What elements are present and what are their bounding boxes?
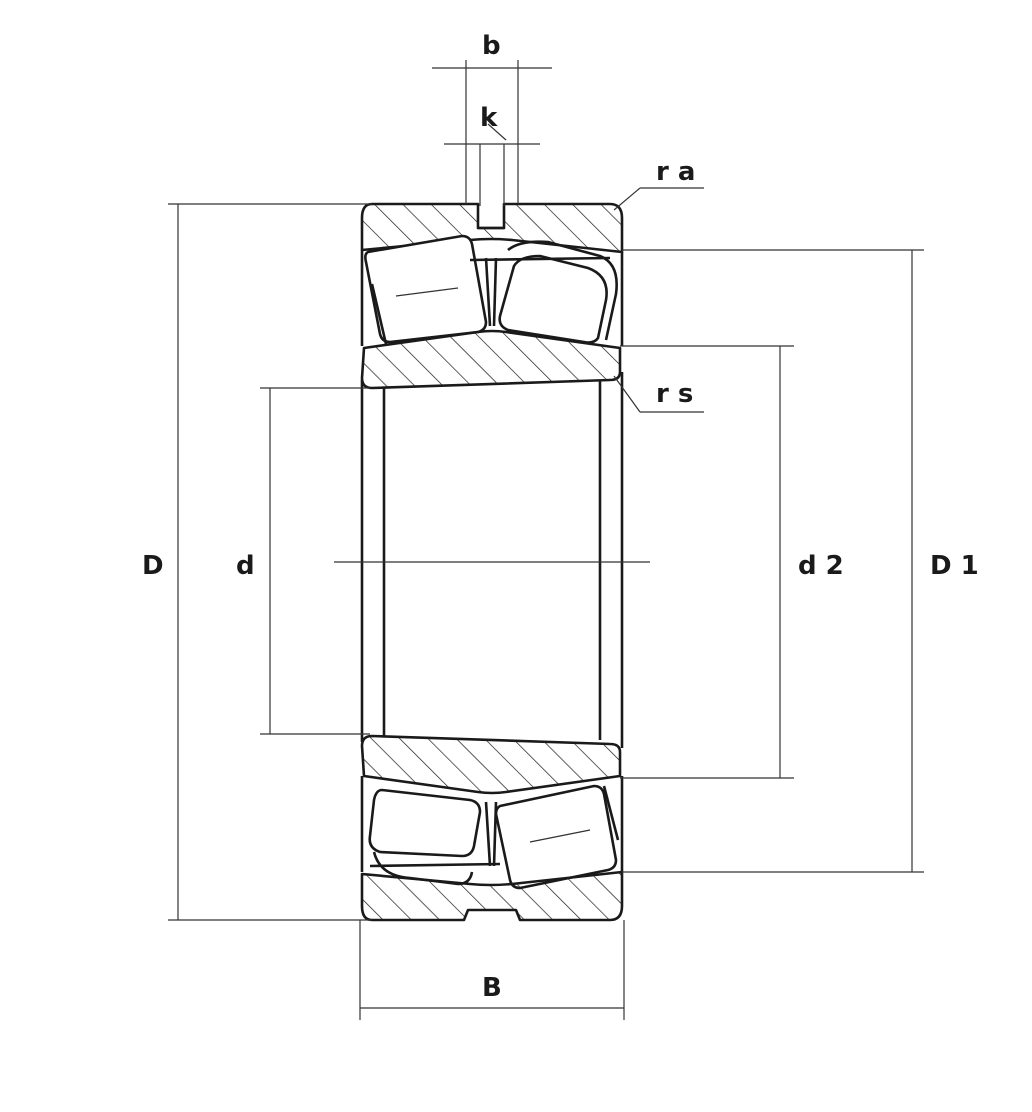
inner-ring-lower (360, 734, 622, 795)
label-d: d (236, 551, 255, 581)
guide-ring-upper-a (484, 257, 492, 327)
dimension-lines (168, 60, 924, 1020)
lower-section (360, 734, 624, 922)
cage-upper-right (507, 240, 618, 341)
bore (334, 372, 650, 748)
roller-axis-lower-right (529, 829, 591, 843)
roller-upper-left (364, 234, 488, 344)
roller-edge-left-upper (370, 283, 388, 345)
roller-edge-right-lower (602, 785, 620, 841)
label-b: b (482, 31, 501, 61)
outer-ring-lower (360, 870, 624, 922)
roller-upper-right (498, 254, 608, 344)
guide-ring-lower-a (484, 801, 492, 867)
cage-bar-upper (469, 256, 611, 262)
label-d2: d 2 (798, 551, 844, 581)
roller-axis-upper-left (395, 287, 459, 297)
guide-ring-lower-b (492, 801, 498, 867)
inner-ring-upper (360, 329, 622, 390)
label-D1: D 1 (930, 551, 979, 581)
label-ra: r a (656, 157, 695, 187)
label-rs: r s (656, 379, 693, 409)
label-k: k (480, 103, 498, 133)
cage-bar-lower (369, 862, 501, 868)
guide-ring-upper-b (492, 257, 498, 327)
label-B: B (482, 973, 502, 1003)
label-D: D (142, 551, 164, 581)
roller-lower-left (368, 788, 482, 858)
upper-section (360, 202, 624, 390)
